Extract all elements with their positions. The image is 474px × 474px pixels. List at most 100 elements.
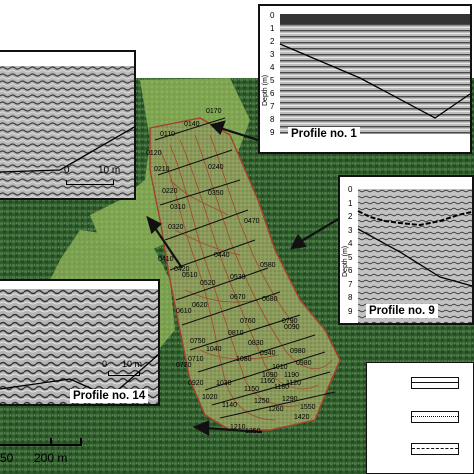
left-top-radargram	[0, 66, 134, 198]
profile-14-panel: 0 10 m Profile no. 14	[0, 279, 160, 406]
map-point-label: 0240	[208, 164, 224, 171]
map-scale-start: 50	[0, 451, 14, 465]
profile-14-label: Profile no. 14	[70, 389, 149, 403]
depth-tick: 2	[348, 212, 353, 221]
depth-tick: 8	[348, 293, 353, 302]
map-point-label: 0710	[188, 356, 204, 363]
depth-tick: 0	[270, 11, 275, 20]
profile-1-label: Profile no. 1	[288, 127, 360, 141]
profile-14-boundary	[0, 354, 158, 398]
map-point-label: 0760	[240, 318, 256, 325]
profile-lines	[154, 117, 336, 419]
depth-tick: 3	[270, 50, 275, 59]
depth-tick: 7	[348, 279, 353, 289]
map-point-label: 1150	[244, 386, 260, 393]
legend-swatch-dotted	[411, 411, 459, 423]
map-point-label: 1250	[254, 398, 270, 405]
map-point-label: 0090	[284, 324, 300, 331]
map-point-label: 0830	[248, 340, 264, 347]
map-point-label: 0420	[174, 266, 190, 273]
map-point-label: 0210	[154, 166, 170, 173]
profile-14-radargram	[0, 289, 158, 404]
profile-1-radargram	[279, 14, 470, 134]
left-top-boundary	[0, 126, 134, 173]
profile-1-axis-title: Depth (m)	[262, 74, 269, 106]
landslide-body	[149, 117, 341, 431]
map-scale-bar	[0, 438, 52, 446]
depth-tick: 1	[270, 24, 275, 33]
map-point-label: 0140	[184, 121, 200, 128]
map-point-label: 1040	[206, 346, 222, 353]
map-point-label: 1090	[262, 372, 278, 379]
depth-tick: 6	[270, 89, 275, 98]
map-point-label: 0520	[200, 280, 216, 287]
map-point-label: 0980	[290, 348, 306, 355]
depth-tick: 9	[270, 128, 275, 137]
map-point-label: 0470	[244, 218, 260, 225]
depth-tick: 8	[270, 115, 275, 124]
depth-tick: 1	[348, 198, 353, 208]
map-point-label: 0680	[262, 296, 278, 303]
map-point-label: 0530	[230, 274, 246, 281]
map-point-label: 1160	[260, 378, 276, 385]
legend-swatch-solid	[411, 377, 459, 389]
left-top-scale-end: 10 m	[98, 165, 121, 176]
map-point-label: 1180	[274, 384, 290, 391]
map-point-label: 1420	[294, 414, 310, 421]
map-point-label: 0790	[282, 318, 298, 325]
map-point-label: 0110	[160, 131, 176, 138]
map-point-label: 0220	[162, 188, 178, 195]
depth-tick: 4	[348, 239, 353, 248]
depth-tick: 4	[270, 63, 275, 72]
map-point-label: 0940	[260, 350, 276, 357]
map-point-label: 0920	[188, 380, 204, 387]
map-point-label: 0410	[158, 256, 174, 263]
depth-tick: 5	[348, 252, 353, 262]
map-scale-bar-right	[50, 438, 82, 446]
map-point-label: 1550	[300, 404, 316, 411]
depth-tick: 9	[348, 306, 353, 316]
left-top-scale-start: 0	[64, 165, 70, 176]
profile-left-top-panel: 0 10 m	[0, 50, 136, 200]
map-point-label: 1010	[272, 364, 288, 371]
profile-9-radargram	[357, 189, 472, 323]
map-point-label: 0120	[146, 150, 162, 157]
map-point-label: 0670	[230, 294, 246, 301]
map-legend	[366, 362, 474, 474]
pointer-arrows	[146, 120, 341, 436]
map-point-label: 1030	[216, 380, 232, 387]
profile-9-lower-boundary	[357, 228, 472, 287]
depth-tick: 7	[270, 102, 275, 111]
map-point-label: 1020	[202, 394, 218, 401]
map-point-label: 0980	[296, 360, 312, 367]
profile-14-scale-bar	[108, 371, 140, 376]
map-point-label: 0810	[228, 330, 244, 337]
depth-tick: 2	[270, 37, 275, 46]
depth-tick: 0	[348, 185, 353, 194]
map-point-label: 1190	[284, 372, 300, 379]
map-point-label: 1080	[236, 356, 252, 363]
profile-9-upper-boundary	[357, 210, 472, 227]
map-point-label: 0580	[260, 262, 276, 269]
contour-lines	[159, 134, 333, 421]
map-scale-end: 200 m	[34, 451, 68, 465]
map-point-label: 0440	[214, 252, 230, 259]
map-point-label: 0620	[192, 302, 208, 309]
profile-1-boundary	[279, 43, 470, 119]
map-point-label: 1120	[286, 380, 302, 387]
map-point-label: 1290	[282, 396, 298, 403]
left-top-scale-bar	[66, 180, 114, 185]
map-point-label: 1210	[230, 424, 246, 431]
map-point-label: 1140	[222, 402, 238, 409]
map-point-label: 0510	[182, 272, 198, 279]
map-point-label: 0720	[176, 362, 192, 369]
map-point-label: 1350	[245, 428, 261, 435]
profile-14-scale-end: 10 m	[122, 359, 143, 369]
depth-tick: 6	[348, 266, 353, 275]
map-point-label: 0170	[206, 108, 222, 115]
profile-14-scale-start: 0	[102, 359, 108, 369]
map-point-label: 0310	[170, 204, 186, 211]
depth-tick: 3	[348, 225, 353, 235]
